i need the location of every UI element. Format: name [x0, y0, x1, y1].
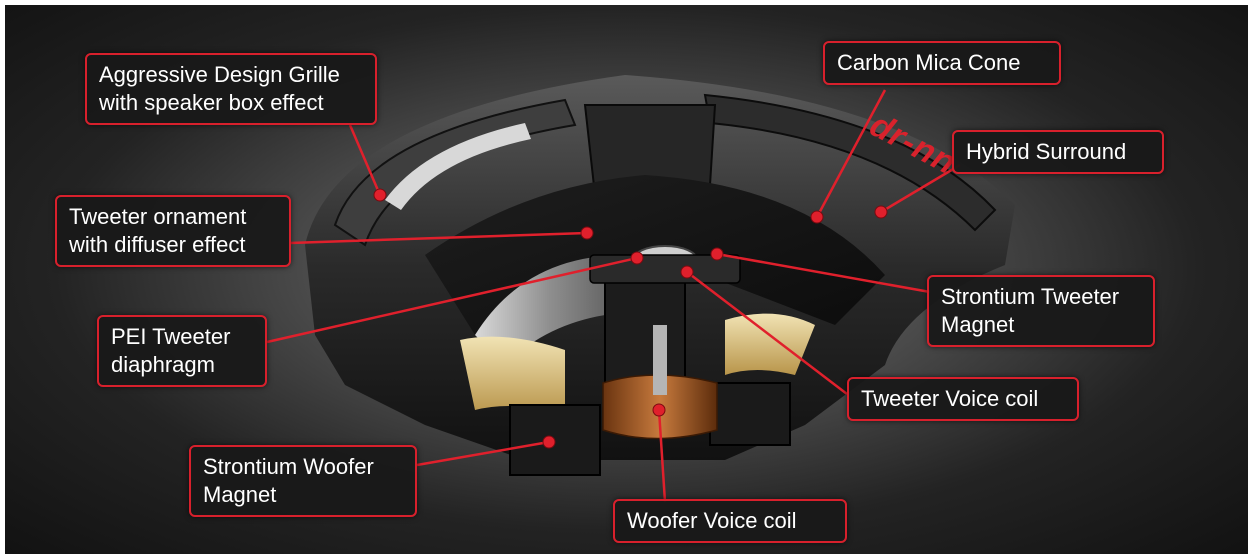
- leader-strontium-tweeter: [716, 252, 931, 294]
- label-woofer-voice-coil-line1: Woofer Voice coil: [627, 508, 797, 533]
- pin-strontium-tweeter: [710, 247, 724, 261]
- pin-tweeter-ornament: [580, 226, 594, 240]
- pin-tweeter-voice-coil: [680, 265, 694, 279]
- leader-woofer-voice-coil: [657, 409, 667, 503]
- label-tweeter-ornament: Tweeter ornament with diffuser effect: [55, 195, 291, 267]
- label-tweeter-voice-coil: Tweeter Voice coil: [847, 377, 1079, 421]
- label-tweeter-voice-coil-line1: Tweeter Voice coil: [861, 386, 1039, 411]
- center-rod: [653, 325, 667, 395]
- spider-left: [460, 336, 565, 415]
- label-hybrid-surround-line1: Hybrid Surround: [966, 139, 1127, 164]
- grille-highlight: [385, 123, 531, 210]
- label-tweeter-ornament-line1: Tweeter ornament: [69, 204, 247, 229]
- pin-carbon-cone: [810, 210, 824, 224]
- label-strontium-tweeter-line1: Strontium Tweeter: [941, 284, 1120, 309]
- pin-pei-diaphragm: [630, 251, 644, 265]
- label-grille-line2: with speaker box effect: [99, 90, 324, 115]
- label-carbon-cone-line1: Carbon Mica Cone: [837, 50, 1021, 75]
- cone-cut-face: [475, 255, 625, 365]
- leader-pei-diaphragm: [266, 256, 638, 344]
- pin-woofer-voice-coil: [652, 403, 666, 417]
- label-woofer-voice-coil: Woofer Voice coil: [613, 499, 847, 543]
- label-strontium-woofer: Strontium Woofer Magnet: [189, 445, 417, 517]
- label-pei-diaphragm-line2: diaphragm: [111, 352, 215, 377]
- leader-hybrid-surround: [880, 163, 961, 214]
- label-carbon-cone: Carbon Mica Cone: [823, 41, 1061, 85]
- leader-tweeter-voice-coil: [686, 271, 848, 395]
- leader-carbon-cone: [815, 89, 887, 218]
- label-strontium-woofer-line2: Magnet: [203, 482, 277, 507]
- label-pei-diaphragm-line1: PEI Tweeter: [111, 324, 231, 349]
- pin-grille: [373, 188, 387, 202]
- woofer-magnet-right: [709, 382, 791, 446]
- label-grille-line1: Aggressive Design Grille: [99, 62, 340, 87]
- label-grille: Aggressive Design Grille with speaker bo…: [85, 53, 377, 125]
- label-pei-diaphragm: PEI Tweeter diaphragm: [97, 315, 267, 387]
- leader-grille: [348, 124, 382, 196]
- leader-tweeter-ornament: [289, 231, 588, 245]
- leader-strontium-woofer: [416, 440, 550, 467]
- pin-hybrid-surround: [874, 205, 888, 219]
- diagram-canvas: dr-nn Aggressive Design Grille with spea…: [5, 5, 1248, 554]
- spider-right: [725, 313, 815, 375]
- label-hybrid-surround: Hybrid Surround: [952, 130, 1164, 174]
- speaker-cutaway-illustration: [266, 75, 1015, 503]
- label-strontium-tweeter-line2: Magnet: [941, 312, 1015, 337]
- label-strontium-tweeter: Strontium Tweeter Magnet: [927, 275, 1155, 347]
- label-tweeter-ornament-line2: with diffuser effect: [69, 232, 246, 257]
- label-strontium-woofer-line1: Strontium Woofer: [203, 454, 374, 479]
- pin-strontium-woofer: [542, 435, 556, 449]
- grille-rim-right: [703, 93, 997, 232]
